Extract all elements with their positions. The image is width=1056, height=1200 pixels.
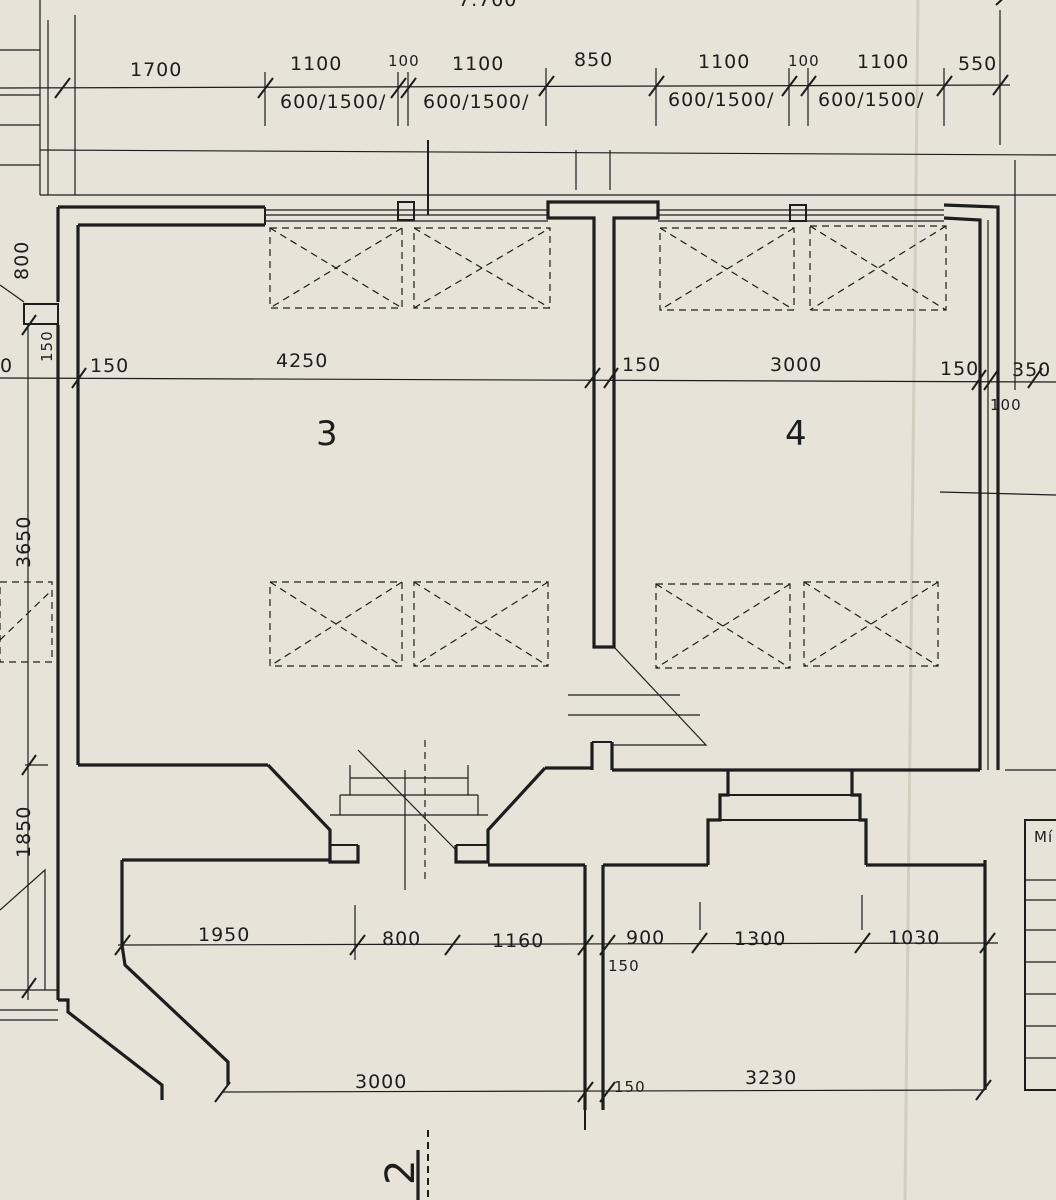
bottom-dimension-labels: 3000 3230 150 — [355, 1067, 797, 1096]
wall-thickness: 150 — [940, 358, 979, 380]
window-box — [803, 581, 939, 667]
window-box — [0, 581, 53, 663]
window-label: 600/1500/ — [668, 89, 774, 111]
window-label: 600/1500/ — [818, 89, 924, 111]
room-4-width: 3000 — [770, 354, 822, 376]
window-box — [413, 227, 551, 309]
dim-label: 150 — [608, 957, 640, 975]
top-dimension-lines — [0, 0, 1056, 215]
window-box — [269, 227, 403, 309]
left-dimension-labels: 800 150 3650 1850 0 — [0, 241, 56, 858]
dim-label: 100 — [788, 52, 820, 70]
wall-thickness: 350 — [1012, 359, 1051, 381]
corner-table-label: Mí — [1034, 828, 1053, 846]
window-box — [659, 227, 795, 311]
dim-label: 1700 — [130, 59, 182, 81]
lower-walls — [0, 858, 987, 1200]
left-edge-lines — [0, 0, 41, 303]
window-label: 600/1500/ — [280, 91, 386, 113]
dim-label: 3230 — [745, 1067, 797, 1089]
room-4-label: 4 — [785, 414, 807, 454]
dim-label: 900 — [626, 927, 665, 949]
window-box — [269, 581, 403, 667]
window-box — [655, 583, 791, 669]
dim-label: 850 — [574, 49, 613, 71]
dim-label: 150 — [614, 1078, 646, 1096]
dim-label: 150 — [38, 330, 56, 362]
dim-label: 1100 — [452, 53, 504, 75]
ceiling-windows — [0, 225, 947, 669]
dim-label: 1100 — [290, 53, 342, 75]
dim-label: 3000 — [355, 1071, 407, 1093]
dim-label: 1300 — [734, 928, 786, 950]
dim-label: 1950 — [198, 924, 250, 946]
dim-label: 800 — [382, 928, 421, 950]
dim-label: 550 — [958, 53, 997, 75]
dim-label: 800 — [11, 241, 33, 280]
window-box — [809, 225, 947, 311]
lower-dimension-labels: 1950 800 1160 900 1300 1030 150 — [198, 924, 940, 975]
room-3-width: 4250 — [276, 350, 328, 372]
total-width-dimension: 7.700 — [458, 0, 517, 11]
paper-fold-line — [903, 0, 920, 1200]
wall-thickness: 150 — [90, 355, 129, 377]
dim-label: 1100 — [698, 51, 750, 73]
wall-thickness: 150 — [622, 354, 661, 376]
sheet-number: 2 — [378, 1160, 424, 1185]
window-box — [413, 581, 549, 667]
window-label: 600/1500/ — [423, 91, 529, 113]
dim-label: 100 — [388, 52, 420, 70]
window-size-labels: 600/1500/ 600/1500/ 600/1500/ 600/1500/ — [280, 89, 924, 113]
exterior-walls — [23, 200, 1000, 1000]
wall-thickness-labels: 150 150 150 100 350 — [90, 354, 1051, 414]
dim-label: 1160 — [492, 930, 544, 952]
right-edge-lines — [1005, 160, 1056, 1091]
dim-label: 1100 — [857, 51, 909, 73]
dim-label: 1030 — [888, 927, 940, 949]
room-3-label: 3 — [316, 414, 338, 454]
wall-thickness: 100 — [990, 396, 1022, 414]
interior-dimension-lines — [0, 314, 1056, 1103]
dim-label: 0 — [0, 355, 13, 377]
staircase — [266, 646, 868, 890]
top-dimension-labels: 1700 1100 100 1100 850 1100 100 1100 550 — [130, 49, 997, 81]
dim-label: 3650 — [13, 516, 35, 568]
dim-label: 1850 — [13, 806, 35, 858]
